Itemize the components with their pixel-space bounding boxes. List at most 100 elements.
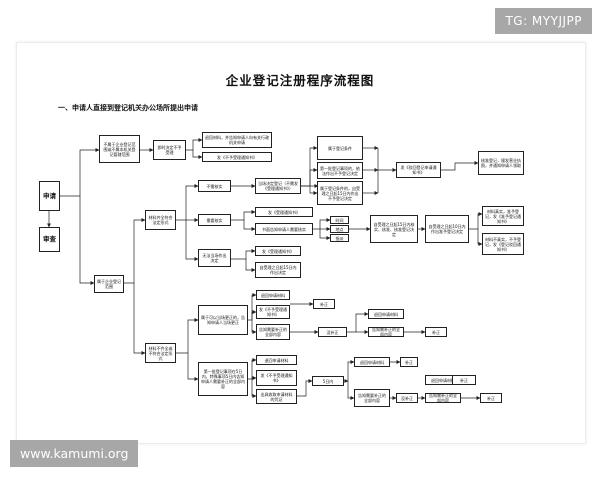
node-correctable: 属于可以当场更正的，告知申请人当场更正 bbox=[198, 305, 248, 335]
node-complete-docs: 材料齐全符合法定形式 bbox=[145, 210, 176, 230]
node-supplement-content-2-label: 告知需补正的全部内容 bbox=[425, 393, 461, 403]
page-title: 企业登记注册程序流程图 bbox=[225, 73, 375, 88]
node-return-docs: 退回申请材料 bbox=[256, 290, 290, 300]
node-incomplete-docs-label: 材料不齐全或不符合法定形式 bbox=[145, 343, 176, 363]
node-verify-place-label: 地点 bbox=[330, 225, 349, 233]
connector bbox=[79, 196, 95, 285]
node-supplement-label: 补正 bbox=[313, 299, 335, 309]
node-license-right: 核准登记，颁发营业执照，并通知申请人领取 bbox=[478, 151, 524, 175]
node-supplement-2: 补正 bbox=[400, 357, 418, 367]
node-correctable-label: 属于可以当场更正的，告知申请人当场更正 bbox=[198, 305, 248, 335]
node-supplement-content-label: 告知需补正的全部内容 bbox=[368, 327, 404, 337]
node-meets-conditions: 属于登记条件 bbox=[317, 136, 363, 160]
connector bbox=[124, 218, 146, 284]
node-not-in-scope-label: 不属于企业登记范围或不属本机关登记管辖范围 bbox=[99, 135, 140, 163]
node-within-5: 5日内 bbox=[312, 376, 344, 386]
node-not-fixed-2: 没补正 bbox=[396, 393, 418, 403]
node-not-registered: 属于登记条件的，自受理之日起15日内作出不予登记决定 bbox=[317, 181, 363, 205]
node-return-docs-2: 退回申请材料 bbox=[368, 309, 404, 319]
connector bbox=[245, 259, 256, 272]
node-issue-accept-label: 发《受理通知书》 bbox=[255, 207, 313, 217]
connector bbox=[441, 161, 479, 171]
connector bbox=[347, 312, 369, 333]
node-issue-no-accept-label: 发《不予受理通知书》 bbox=[202, 152, 272, 162]
node-on-spot-decision: 当场决定登记（不需发《受理通知书》） bbox=[255, 178, 301, 194]
node-return-docs-2-label: 退回申请材料 bbox=[368, 309, 404, 319]
watermark-bottom-left: www.kamumi.org bbox=[10, 440, 139, 467]
connector bbox=[347, 381, 355, 400]
node-no-accept-decision: 即时决定不予受理 bbox=[153, 140, 186, 160]
connector bbox=[185, 220, 199, 261]
connector bbox=[313, 218, 331, 230]
node-verify-person-label: 指派 bbox=[330, 234, 349, 242]
section-heading: 一、申请人直接到登记机关办公场所提出申请 bbox=[58, 104, 198, 112]
node-supplement-all-label: 告知需要补正的全部内容 bbox=[354, 389, 390, 407]
connector bbox=[297, 379, 313, 397]
node-cannot-on-spot-label: 无法当场作出决定 bbox=[198, 249, 231, 267]
node-review-appeal: 材料真实，准予登记，发《准予登记通知书》 bbox=[482, 206, 524, 226]
node-denial-right: 材料不真实，不予登记，发《登记驳回通知书》 bbox=[482, 233, 524, 255]
connector bbox=[231, 210, 256, 221]
node-issue-no-accept-3: 发《不予受理通知书》 bbox=[256, 370, 297, 386]
node-on-spot-decision-label: 当场决定登记（不需发《受理通知书》） bbox=[255, 178, 301, 194]
node-supplement-tail: 补正 bbox=[452, 375, 476, 385]
node-decide-15-label: 自受理之日起15日内作出决定 bbox=[255, 262, 301, 278]
node-review-label: 审查 bbox=[39, 227, 60, 252]
node-not-fixed: 没补正 bbox=[318, 327, 347, 337]
node-issue-supplement-label: 出具收取申请材料的凭证 bbox=[256, 389, 297, 404]
node-issue-accept-2-label: 发《受理通知书》 bbox=[255, 246, 301, 256]
node-license-right-label: 核准登记，颁发营业执照，并通知申请人领取 bbox=[478, 151, 524, 175]
node-approve-after-15-label: 自受理之日起15日内核实、核准、核准登记决定 bbox=[370, 215, 418, 243]
node-cannot-on-spot: 无法当场作出决定 bbox=[198, 249, 231, 267]
node-no-accept-decision-label: 即时决定不予受理 bbox=[153, 140, 186, 160]
connector bbox=[192, 150, 203, 159]
node-issue-no-accept-2-label: 发《不予受理通知书》 bbox=[256, 305, 290, 319]
connector bbox=[477, 229, 483, 246]
node-issue-no-accept-2: 发《不予受理通知书》 bbox=[256, 305, 290, 319]
connector bbox=[248, 293, 257, 321]
node-supplement-content-2: 告知需补正的全部内容 bbox=[425, 393, 461, 403]
node-within-10: 自受理之日起10日内作出准予登记决定 bbox=[425, 215, 469, 243]
node-review: 审查 bbox=[39, 227, 60, 252]
connector bbox=[251, 320, 257, 334]
connector bbox=[347, 360, 355, 381]
node-verify-time-label: 时间 bbox=[330, 216, 349, 224]
node-issue-no-accept-3-label: 发《不予受理通知书》 bbox=[256, 370, 297, 386]
node-no-verify-label: 不需核实 bbox=[198, 180, 231, 192]
node-approve-after-15: 自受理之日起15日内核实、核准、核准登记决定 bbox=[370, 215, 418, 243]
node-not-registered-label: 属于登记条件的，自受理之日起15日内作出不予登记决定 bbox=[317, 181, 363, 205]
node-not-fixed-label: 没补正 bbox=[318, 327, 347, 337]
node-return-materials-b-label: 退回申请材料 bbox=[354, 357, 390, 367]
node-issue-supplement: 出具收取申请材料的凭证 bbox=[256, 389, 297, 404]
node-return-and-notify-label: 退回材料，并告知申请人向有关行政机关申请 bbox=[202, 132, 272, 148]
node-fix-docs: 告知需要补正的全部内容 bbox=[256, 324, 290, 340]
node-supplement-tail-label: 补正 bbox=[452, 375, 476, 385]
connector bbox=[309, 186, 318, 195]
connector bbox=[319, 229, 331, 240]
connector bbox=[60, 148, 100, 197]
node-apply: 申请 bbox=[39, 181, 60, 211]
node-incomplete-docs: 材料不齐全或不符合法定形式 bbox=[145, 343, 176, 363]
node-return-materials-a-label: 退回申请材料 bbox=[256, 355, 297, 365]
node-supplement: 补正 bbox=[313, 299, 335, 309]
node-no-verify: 不需核实 bbox=[198, 180, 231, 192]
node-within-5-label: 5日内 bbox=[312, 376, 344, 386]
node-supplement-3-label: 补正 bbox=[425, 327, 447, 337]
node-meets-conditions-label: 属于登记条件 bbox=[317, 136, 363, 160]
node-complete-docs-label: 材料齐全符合法定形式 bbox=[145, 210, 176, 230]
connector bbox=[251, 310, 257, 320]
node-supplement-2-label: 补正 bbox=[400, 357, 418, 367]
node-not-meets-conditions-label: 第一批登记事项的，依法作出不予登记决定 bbox=[317, 162, 363, 179]
node-return-materials-a: 退回申请材料 bbox=[256, 355, 297, 365]
node-issue-denial-label: 发《驳回登记申请通知书》 bbox=[396, 162, 441, 178]
node-issue-accept: 发《受理通知书》 bbox=[255, 207, 313, 217]
node-not-fixed-2-label: 没补正 bbox=[396, 393, 418, 403]
connector bbox=[176, 318, 199, 354]
node-within-10-label: 自受理之日起10日内作出准予登记决定 bbox=[425, 215, 469, 243]
node-supplement-all: 告知需要补正的全部内容 bbox=[354, 389, 390, 407]
connectors bbox=[47, 138, 483, 400]
node-verify-person: 指派 bbox=[330, 234, 349, 242]
node-return-docs-label: 退回申请材料 bbox=[256, 290, 290, 300]
connector bbox=[243, 220, 256, 231]
node-need-verify-label: 需要核实 bbox=[198, 214, 231, 226]
